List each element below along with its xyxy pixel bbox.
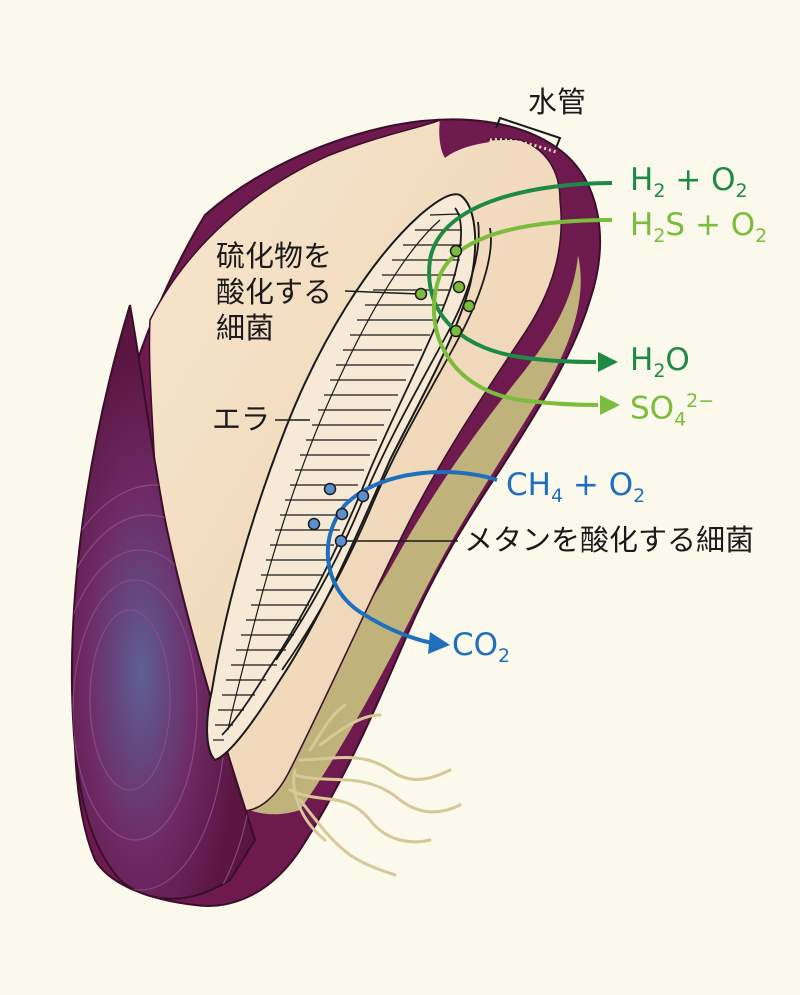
sulfide-bacteria-dots <box>414 244 476 338</box>
formula-h2-o2: H2 + O2 <box>630 165 748 201</box>
formula-h2-o2-a: H <box>630 162 654 198</box>
siphon-label: 水管 <box>528 85 587 119</box>
formula-h2s-o2-a: H <box>630 207 654 243</box>
methane-bacteria-label: メタンを酸化する細菌 <box>464 523 755 557</box>
formula-ch4-o2-a: CH <box>506 467 551 503</box>
sulfide-bacteria-label-line3: 細菌 <box>216 311 275 345</box>
formula-ch4-o2: CH4 + O2 <box>506 470 645 506</box>
formula-so4: SO42− <box>630 392 714 430</box>
siphon-edge <box>489 138 557 154</box>
formula-h2-o2-sub1: 2 <box>653 180 666 203</box>
siphon-bracket <box>495 116 562 149</box>
siphon-opening <box>439 120 490 158</box>
arrow-h2s-to-so4 <box>431 218 613 407</box>
formula-h2s-o2: H2S + O2 <box>630 210 767 246</box>
methane-bacteria-dots <box>307 482 370 548</box>
byssus-threads <box>288 703 462 877</box>
formula-h2o-sub: 2 <box>653 360 666 383</box>
leader-lines <box>275 290 458 542</box>
sulfide-bacteria-label-line1: 硫化物を <box>216 239 333 273</box>
arrow-ch4-to-co2 <box>325 470 498 645</box>
gill-label: エラ <box>212 402 271 436</box>
formula-so4-sup: 2− <box>686 390 715 412</box>
formula-co2-a: CO <box>452 627 499 663</box>
formula-co2: CO2 <box>452 630 510 666</box>
formula-h2s-o2-sub1: 2 <box>653 225 666 248</box>
gill-filaments <box>213 213 462 741</box>
formula-ch4-o2-sub2: 2 <box>633 485 646 508</box>
formula-h2o-mid: O <box>665 342 690 378</box>
formula-h2-o2-sub2: 2 <box>735 180 748 203</box>
formula-h2o: H2O <box>630 345 690 381</box>
gill <box>206 193 492 762</box>
formula-ch4-o2-mid: + O <box>563 467 634 503</box>
arrowhead-h2o <box>598 352 618 372</box>
sulfide-bacteria-label-line2: 酸化する <box>216 275 333 309</box>
formula-so4-sub: 4 <box>674 408 687 431</box>
formula-h2s-o2-mid: S + O <box>665 207 756 243</box>
arrowhead-so4 <box>600 395 620 415</box>
formula-h2-o2-mid: + O <box>665 162 736 198</box>
formula-so4-a: SO <box>630 390 675 427</box>
formula-h2s-o2-sub2: 2 <box>755 225 768 248</box>
formula-ch4-o2-sub1: 4 <box>550 485 564 508</box>
formula-co2-sub: 2 <box>498 645 511 668</box>
formula-h2o-a: H <box>630 342 654 378</box>
arrowhead-co2 <box>428 632 450 654</box>
